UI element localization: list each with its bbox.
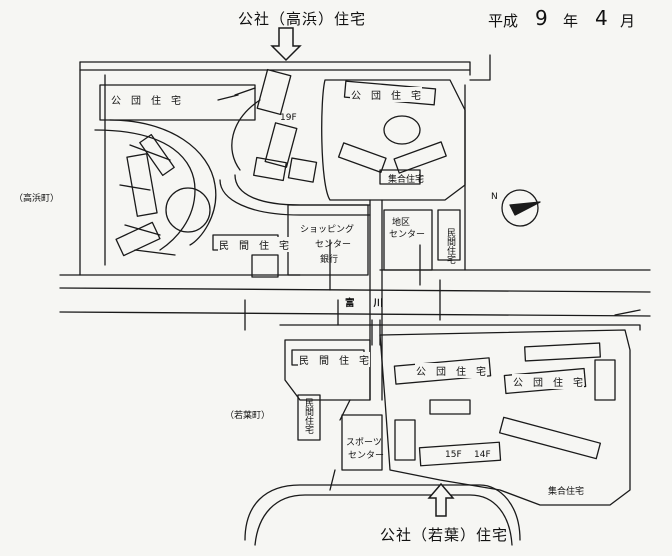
label-river: 富 川	[345, 298, 384, 309]
curve-road-south	[244, 484, 521, 541]
label-19f: 19F	[280, 113, 297, 123]
label-shop-se: 集合住宅	[548, 487, 585, 497]
label-sports: スポーツ	[346, 438, 382, 448]
label-shopping: ショッピング	[300, 225, 355, 235]
arrow-bottom	[427, 482, 455, 517]
label-minkan-sw-top: 民 間 住 宅	[298, 352, 370, 367]
compass-north-label: N	[491, 192, 498, 202]
district-center-outline	[383, 209, 433, 271]
curve-road-west	[109, 119, 217, 246]
date-year: 9	[535, 6, 548, 30]
label-wakaba-town: （若葉町）	[225, 411, 271, 421]
nw-block	[99, 84, 256, 121]
compass-ring	[501, 189, 539, 227]
sports-center-outline	[341, 414, 383, 471]
map-title-top: 公社（高浜）住宅	[238, 10, 367, 28]
label-minkan-center: 民 間 住 宅	[218, 237, 290, 252]
label-district-2: センター	[389, 230, 426, 240]
road-west-boundary	[79, 61, 106, 276]
label-14f: 14F	[474, 450, 491, 460]
river-bank-north	[59, 287, 651, 293]
road-south-river	[279, 324, 641, 331]
road-south-north-block	[59, 269, 651, 276]
label-15f: 15F	[445, 450, 462, 460]
date-month: 4	[595, 6, 608, 30]
map-title-bottom: 公社（若葉）住宅	[380, 526, 509, 544]
date-month-unit: 月	[620, 12, 636, 30]
loop-road	[219, 174, 371, 216]
label-minkan-east: 民間住宅	[445, 228, 455, 264]
label-kodan-se-1: 公 団 住 宅	[415, 363, 487, 378]
ne-block	[321, 79, 466, 201]
date-era: 平成	[488, 12, 519, 30]
label-bank: 銀行	[320, 255, 339, 265]
date-year-unit: 年	[563, 12, 579, 30]
label-takahama-town: （高浜町）	[14, 194, 60, 204]
sw-block	[284, 339, 371, 401]
label-kodan-ne: 公 団 住 宅	[350, 87, 422, 102]
road-north	[79, 61, 471, 76]
road-east-boundary	[464, 54, 491, 271]
label-shop-ne: 集合住宅	[388, 175, 425, 185]
label-minkan-sw: 民間住宅	[303, 398, 313, 434]
label-shopping-2: センター	[315, 240, 352, 250]
arrow-top	[270, 27, 302, 62]
label-kodan-nw: 公 団 住 宅	[110, 92, 182, 107]
label-sports-2: センター	[348, 451, 385, 461]
label-district: 地区	[392, 218, 411, 228]
river-bank-south	[59, 311, 651, 317]
label-kodan-se-2: 公 団 住 宅	[512, 374, 584, 389]
se-outline	[379, 329, 631, 506]
